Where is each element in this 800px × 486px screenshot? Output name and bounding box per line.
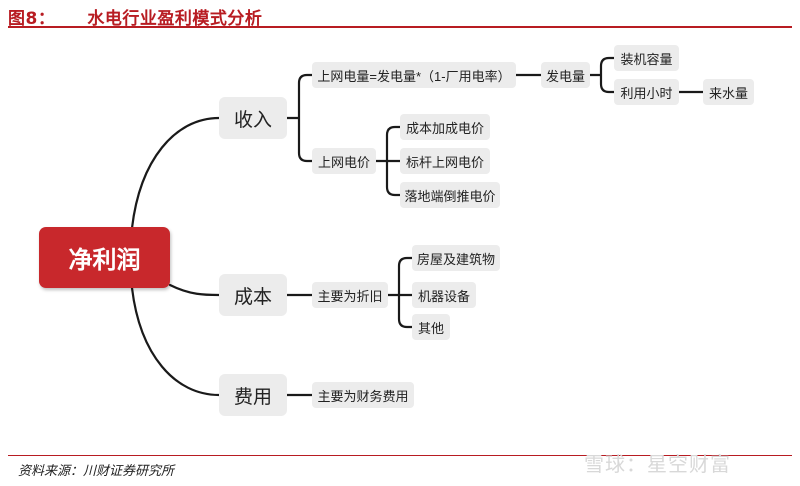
link-root-cost bbox=[168, 283, 221, 297]
node-benchmark-price: 标杆上网电价 bbox=[400, 148, 490, 174]
node-expense: 费用 bbox=[219, 374, 287, 416]
node-generation: 发电量 bbox=[541, 62, 590, 88]
node-buildings: 房屋及建筑物 bbox=[412, 245, 500, 271]
node-online-volume: 上网电量=发电量*（1-厂用电率） bbox=[312, 62, 516, 88]
node-utilization-hours: 利用小时 bbox=[614, 79, 679, 105]
figure-number: 图8： bbox=[8, 9, 56, 29]
bracket-depreciation bbox=[386, 256, 414, 329]
node-cost-plus-price: 成本加成电价 bbox=[400, 114, 490, 140]
node-machinery: 机器设备 bbox=[412, 282, 476, 308]
bottom-rule bbox=[8, 455, 792, 456]
node-capacity: 装机容量 bbox=[614, 45, 679, 71]
bracket-online-price bbox=[374, 125, 402, 197]
node-online-price: 上网电价 bbox=[312, 148, 376, 174]
node-depreciation: 主要为折旧 bbox=[312, 282, 388, 308]
node-cost: 成本 bbox=[219, 274, 287, 316]
node-water-inflow: 来水量 bbox=[703, 79, 754, 105]
node-others: 其他 bbox=[412, 314, 450, 340]
link-root-expense bbox=[130, 286, 221, 397]
bracket-generation bbox=[588, 56, 616, 94]
figure-title: 图8： 水电行业盈利模式分析 bbox=[8, 4, 262, 29]
source-note: 资料来源：川财证券研究所 bbox=[18, 464, 175, 479]
bracket-income bbox=[285, 73, 314, 163]
watermark: 雪球：星空财富 bbox=[584, 452, 731, 476]
root-node-net-profit: 净利润 bbox=[39, 227, 170, 288]
node-landing-pushback-price: 落地端倒推电价 bbox=[400, 182, 500, 208]
node-financial-expense: 主要为财务费用 bbox=[312, 382, 414, 408]
node-income: 收入 bbox=[219, 97, 287, 139]
figure-name: 水电行业盈利模式分析 bbox=[87, 9, 263, 29]
link-root-income bbox=[130, 116, 221, 230]
top-rule bbox=[8, 26, 792, 28]
